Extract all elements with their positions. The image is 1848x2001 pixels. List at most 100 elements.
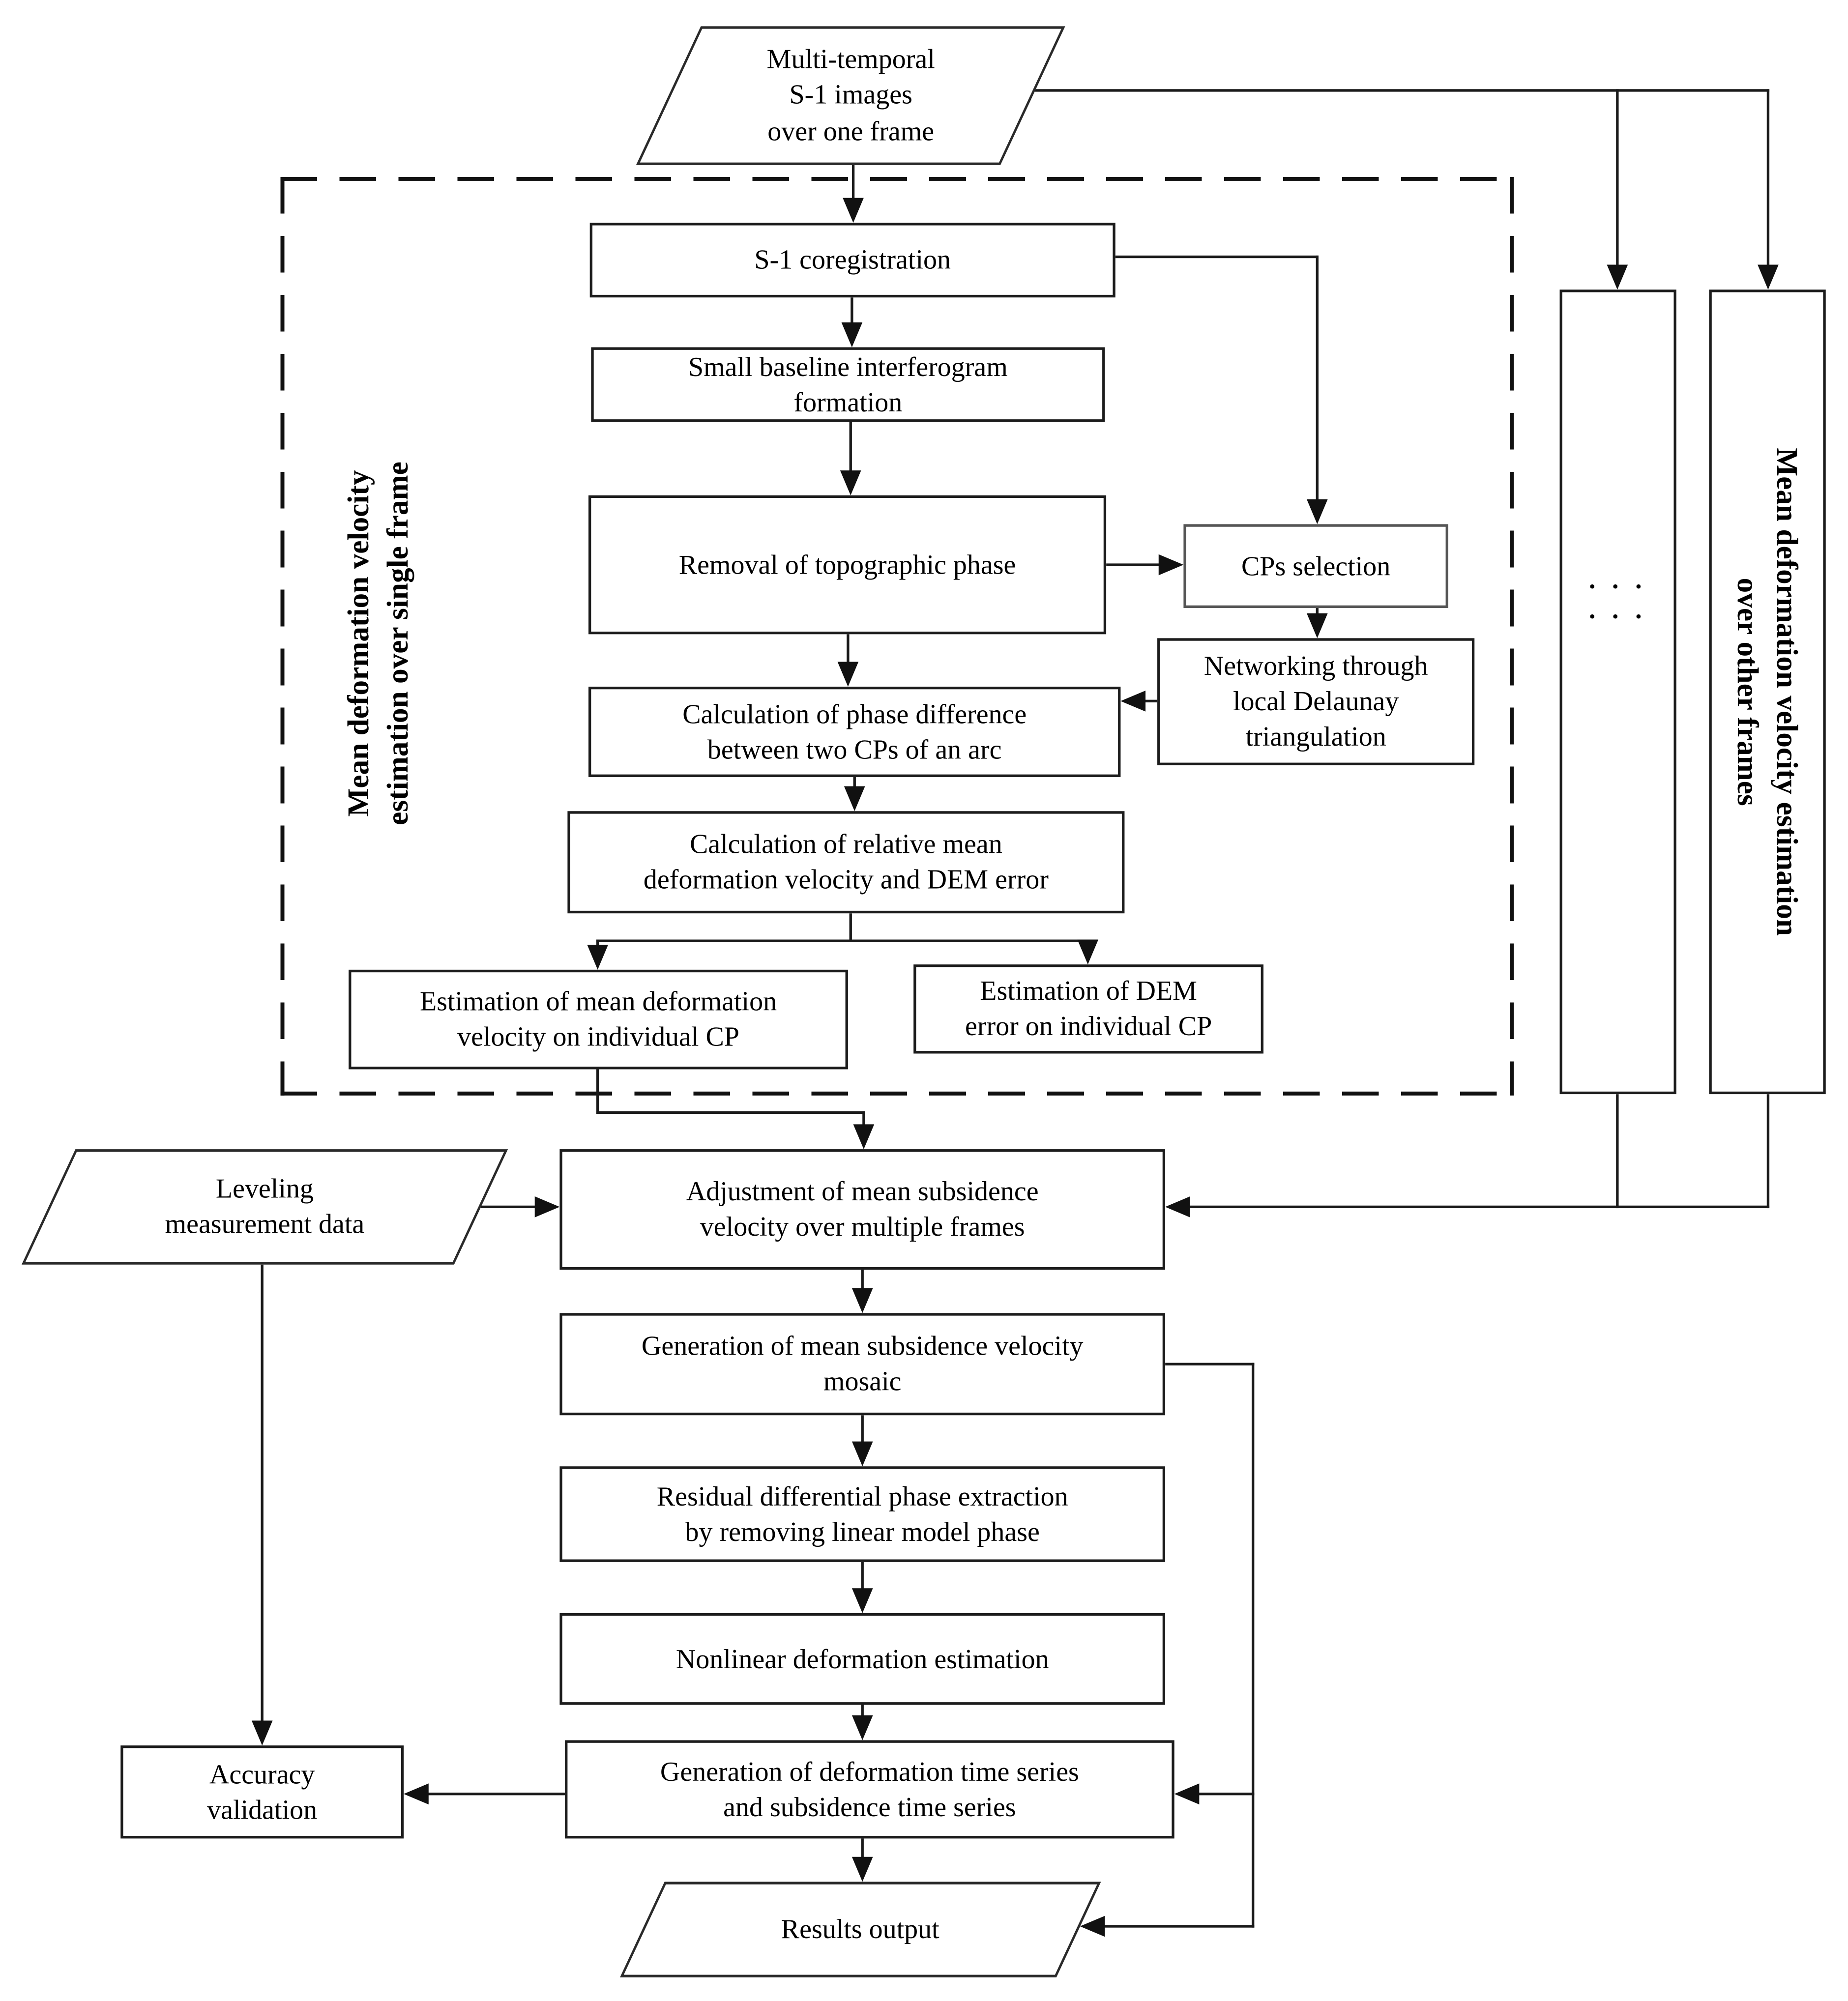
connector-line — [1316, 255, 1319, 501]
node-estimation-mean-deformation-cp: Estimation of mean deformation velocity … — [349, 969, 848, 1070]
connector-line — [1103, 1925, 1255, 1928]
node-small-baseline-interferogram: Small baseline interferogram formation — [591, 347, 1105, 422]
node-s1-coregistration: S-1 coregistration — [589, 223, 1115, 298]
arrowhead-down — [1607, 264, 1628, 290]
node-other-frames-estimation — [1709, 290, 1826, 1095]
node-label: Calculation of relative mean deformation… — [643, 828, 1049, 895]
connector-line — [261, 1264, 264, 1723]
arrowhead-down — [851, 1588, 873, 1613]
arrowhead-down — [587, 945, 609, 970]
arrowhead-down — [851, 1856, 873, 1882]
connector-line — [1252, 1363, 1255, 1928]
connector-line — [1189, 1205, 1770, 1209]
connector-line — [427, 1793, 565, 1796]
connector-line — [861, 1705, 864, 1718]
connector-line — [1143, 699, 1158, 702]
connector-line — [1316, 608, 1319, 616]
arrowhead-down — [851, 1441, 873, 1467]
node-label: Generation of mean subsidence velocity m… — [641, 1330, 1084, 1397]
node-label: Nonlinear deformation estimation — [675, 1642, 1049, 1674]
node-networking-delaunay: Networking through local Delaunay triang… — [1157, 638, 1475, 765]
node-leveling-data: Leveling measurement data — [21, 1149, 508, 1265]
arrowhead-down — [843, 198, 864, 223]
dashed-frame-left — [280, 176, 285, 1096]
arrowhead-down — [853, 1124, 875, 1150]
node-label: Adjustment of mean subsidence velocity o… — [686, 1175, 1039, 1243]
dashed-frame-bottom — [280, 1091, 1514, 1096]
connector-line — [596, 1111, 865, 1114]
arrowhead-down — [251, 1720, 273, 1746]
connector-line — [478, 1205, 536, 1209]
connector-line — [596, 939, 1089, 942]
arrowhead-down — [837, 662, 859, 687]
node-label: Estimation of DEM error on individual CP — [965, 975, 1212, 1042]
node-adjustment-subsidence-velocity: Adjustment of mean subsidence velocity o… — [559, 1149, 1166, 1270]
arrowhead-right — [534, 1196, 560, 1218]
node-nonlinear-deformation: Nonlinear deformation estimation — [559, 1613, 1166, 1705]
arrowhead-down — [1307, 613, 1328, 638]
node-label: Networking through local Delaunay triang… — [1203, 650, 1428, 753]
arrowhead-down — [1077, 939, 1099, 965]
node-other-frames-ellipsis — [1559, 290, 1676, 1095]
node-relative-mean-velocity-dem: Calculation of relative mean deformation… — [567, 811, 1125, 914]
arrowhead-down — [844, 786, 865, 812]
arrowhead-left — [1120, 690, 1146, 712]
node-removal-topographic-phase: Removal of topographic phase — [588, 495, 1107, 635]
connector-line — [1165, 1363, 1255, 1365]
node-results-output: Results output — [619, 1882, 1101, 1977]
connector-line — [862, 1111, 865, 1127]
connector-line — [1766, 1094, 1770, 1209]
node-label: Calculation of phase difference between … — [682, 697, 1027, 765]
node-multi-temporal-images: Multi-temporal S-1 images over one frame — [636, 26, 1065, 165]
connector-line — [861, 1415, 864, 1444]
arrowhead-down — [840, 470, 861, 495]
node-label: Leveling measurement data — [165, 1172, 365, 1240]
connector-line — [853, 777, 856, 788]
node-mosaic-generation: Generation of mean subsidence velocity m… — [559, 1313, 1166, 1416]
connector-line — [1616, 1094, 1619, 1209]
connector-line — [851, 165, 855, 200]
connector-line — [861, 1562, 864, 1590]
ellipsis-label: · · · · · · — [1587, 573, 1647, 632]
dashed-frame-right — [1510, 176, 1514, 1096]
connector-line — [861, 1838, 864, 1860]
arrowhead-down — [841, 322, 863, 348]
node-label: Small baseline interferogram formation — [688, 350, 1008, 418]
connector-line — [1616, 89, 1619, 267]
connector-line — [596, 1069, 599, 1114]
arrowhead-left — [1080, 1915, 1105, 1937]
connector-line — [849, 913, 852, 942]
connector-line — [1028, 89, 1770, 92]
arrowhead-left — [1165, 1196, 1190, 1218]
node-label: Multi-temporal S-1 images over one frame — [766, 43, 935, 146]
arrowhead-left — [404, 1783, 429, 1805]
connector-line — [1106, 563, 1162, 566]
node-label: Estimation of mean deformation velocity … — [419, 986, 777, 1052]
connector-line — [596, 939, 599, 948]
node-accuracy-validation: Accuracy validation — [120, 1745, 404, 1839]
node-cps-selection: CPs selection — [1183, 524, 1448, 609]
arrowhead-down — [1307, 499, 1328, 524]
arrowhead-left — [1174, 1783, 1200, 1805]
dashed-frame-top — [280, 176, 1514, 181]
connector-line — [1198, 1793, 1255, 1796]
node-label: Accuracy validation — [207, 1758, 318, 1825]
connector-line — [851, 297, 853, 324]
node-label: CPs selection — [1241, 550, 1391, 581]
arrowhead-down — [851, 1715, 873, 1740]
node-phase-difference-arc: Calculation of phase difference between … — [588, 686, 1121, 777]
node-estimation-dem-error-cp: Estimation of DEM error on individual CP — [913, 964, 1264, 1054]
connector-line — [847, 634, 850, 663]
single-frame-group-label: Mean deformation velocity estimation ove… — [342, 462, 414, 825]
connector-line — [1766, 89, 1770, 267]
node-label: Generation of deformation time series an… — [660, 1755, 1079, 1823]
node-label: Removal of topographic phase — [678, 548, 1016, 580]
other-frames-rotated-label: Mean deformation velocity estimation ove… — [1731, 448, 1804, 936]
node-label: S-1 coregistration — [754, 244, 951, 276]
arrowhead-right — [1158, 554, 1184, 576]
arrowhead-down — [1758, 264, 1779, 290]
connector-line — [849, 420, 852, 472]
node-time-series-generation: Generation of deformation time series an… — [565, 1740, 1174, 1839]
node-label: Results output — [781, 1913, 940, 1944]
